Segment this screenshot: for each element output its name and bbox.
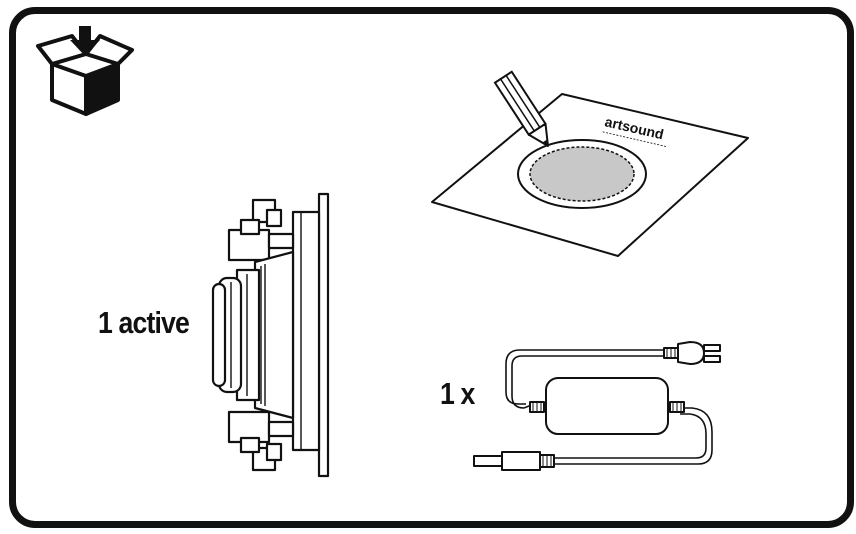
speaker-count-label: 1 active xyxy=(98,305,190,340)
unpack-box-icon xyxy=(36,26,134,116)
in-wall-speaker-icon xyxy=(211,192,330,478)
adapter-count-label: 1 x xyxy=(440,376,475,411)
cutout-template-icon: artsound xyxy=(431,70,749,257)
contents-panel xyxy=(9,7,854,528)
power-adapter-icon xyxy=(473,341,721,471)
